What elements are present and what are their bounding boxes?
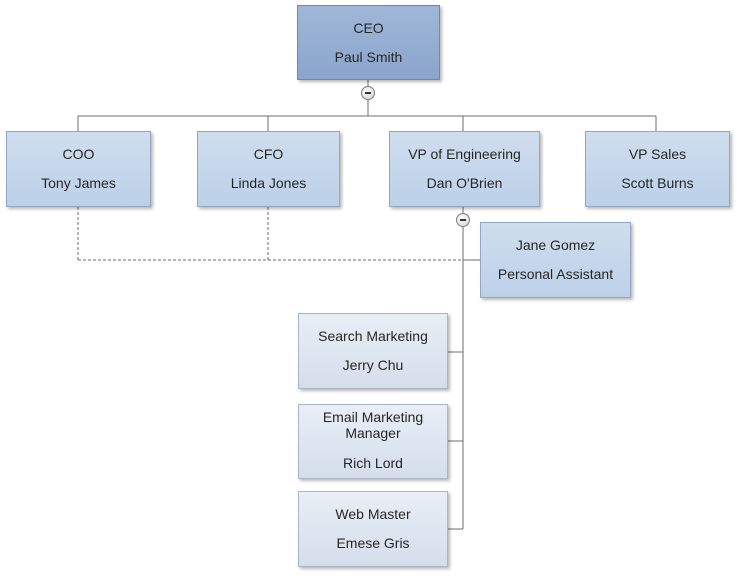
node-role: COO xyxy=(62,146,95,162)
org-node-web-master[interactable]: Web Master Emese Gris xyxy=(298,491,448,567)
org-node-cfo[interactable]: CFO Linda Jones xyxy=(197,131,340,207)
node-role: Web Master xyxy=(335,506,411,522)
node-person-name: Emese Gris xyxy=(336,535,410,551)
org-node-search-marketing[interactable]: Search Marketing Jerry Chu xyxy=(298,313,448,389)
org-node-email-marketing-manager[interactable]: Email Marketing Manager Rich Lord xyxy=(298,404,448,479)
org-node-vp-sales[interactable]: VP Sales Scott Burns xyxy=(585,131,730,207)
node-person-name: Rich Lord xyxy=(343,455,403,471)
node-role: CEO xyxy=(353,20,384,36)
node-person-name: Scott Burns xyxy=(621,175,694,191)
node-role: VP Sales xyxy=(628,146,687,162)
org-node-coo[interactable]: COO Tony James xyxy=(6,131,151,207)
node-person-name: Tony James xyxy=(41,175,116,191)
node-role: CFO xyxy=(253,146,284,162)
node-person-name: Jane Gomez xyxy=(515,237,596,253)
org-node-ceo[interactable]: CEO Paul Smith xyxy=(297,5,440,80)
node-person-name: Jerry Chu xyxy=(342,357,404,373)
node-role: Search Marketing xyxy=(318,328,428,344)
org-node-vp-engineering[interactable]: VP of Engineering Dan O'Brien xyxy=(389,131,540,207)
collapse-icon[interactable] xyxy=(361,86,375,100)
org-node-personal-assistant[interactable]: Jane Gomez Personal Assistant xyxy=(480,222,631,298)
node-role: Personal Assistant xyxy=(497,266,614,282)
collapse-icon[interactable] xyxy=(456,213,470,227)
node-person-name: Paul Smith xyxy=(334,49,403,65)
node-person-name: Linda Jones xyxy=(230,175,307,191)
node-person-name: Dan O'Brien xyxy=(426,175,503,191)
node-role: Email Marketing Manager xyxy=(322,409,424,441)
node-role: VP of Engineering xyxy=(408,146,521,162)
